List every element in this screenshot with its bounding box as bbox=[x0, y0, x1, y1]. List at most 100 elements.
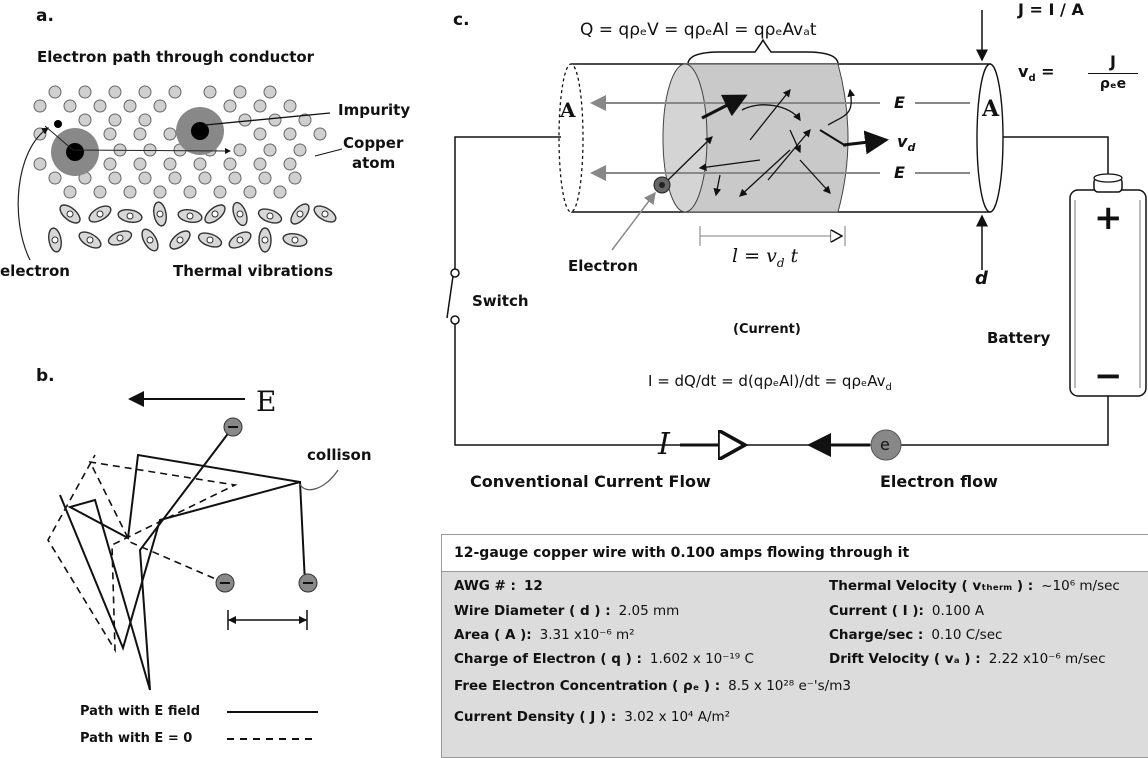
path-with-field-extra bbox=[59, 481, 301, 652]
copper-atom bbox=[133, 157, 147, 171]
current-density-equation: J = I / A bbox=[1018, 0, 1084, 19]
vibrating-atom-core bbox=[236, 210, 244, 218]
copper-atom bbox=[108, 171, 122, 185]
atom-label: atom bbox=[352, 154, 396, 172]
panel-b-letter: b. bbox=[36, 366, 55, 386]
vibrating-atom-core bbox=[321, 210, 329, 218]
electron-flow-label: Electron flow bbox=[880, 472, 998, 491]
switch[interactable] bbox=[446, 268, 460, 325]
copper-atom bbox=[243, 185, 257, 199]
charge-brace bbox=[687, 38, 839, 64]
electron-motion-c bbox=[664, 88, 889, 197]
collision-label: collison bbox=[307, 446, 372, 464]
area-label-right: A bbox=[982, 96, 1000, 122]
copper-atom bbox=[138, 113, 152, 127]
vibrating-atom-core bbox=[156, 210, 164, 218]
battery-plus: + bbox=[1094, 198, 1123, 238]
vibrating-atom-core bbox=[146, 236, 154, 244]
charge-equation: Q = qρₑV = qρₑAl = qρₑAvₐt bbox=[580, 20, 817, 40]
copper-atom bbox=[168, 171, 182, 185]
copper-atom bbox=[103, 157, 117, 171]
electron-label-c: Electron bbox=[568, 257, 639, 275]
vibrating-atom-core bbox=[186, 212, 194, 220]
copper-atom bbox=[103, 127, 117, 141]
field-label-top: E bbox=[894, 93, 905, 112]
diameter-label: d bbox=[975, 268, 988, 289]
copper-atom bbox=[133, 127, 147, 141]
collision-pointer bbox=[299, 469, 339, 491]
copper-atom bbox=[293, 143, 307, 157]
copper-atom bbox=[198, 171, 212, 185]
copper-atom bbox=[258, 171, 272, 185]
legend-without-field: Path with E = 0 bbox=[80, 731, 193, 746]
electron-pointer-a bbox=[17, 127, 49, 261]
area-label-left: A bbox=[560, 98, 576, 122]
copper-atom bbox=[283, 127, 297, 141]
impurity-left bbox=[51, 128, 99, 176]
thermal-vibrations-label: Thermal vibrations bbox=[173, 262, 333, 280]
copper-atom bbox=[273, 185, 287, 199]
vibrating-atom-core bbox=[211, 210, 219, 218]
electron-pointer-c bbox=[611, 191, 656, 251]
path-with-field bbox=[67, 426, 306, 691]
table-body: AWG # :12 Wire Diameter ( d ) :2.05 mm A… bbox=[442, 572, 1148, 757]
copper-atom bbox=[283, 99, 297, 113]
copper-atom bbox=[153, 185, 167, 199]
copper-atom bbox=[228, 171, 242, 185]
copper-atom bbox=[233, 85, 247, 99]
field-label-b: E bbox=[256, 385, 277, 418]
drift-velocity-eq-lhs: vd = bbox=[1018, 62, 1055, 85]
copper-atom bbox=[253, 157, 267, 171]
copper-atom bbox=[138, 171, 152, 185]
copper-label: Copper bbox=[343, 134, 404, 152]
table-row-charge-per-sec: Charge/sec :0.10 C/sec bbox=[829, 627, 1003, 643]
copper-atom bbox=[108, 85, 122, 99]
copper-atom bbox=[48, 171, 62, 185]
drift-velocity-label: vd bbox=[897, 132, 916, 155]
battery-label: Battery bbox=[987, 329, 1051, 347]
vibrating-atom-core bbox=[291, 236, 299, 244]
copper-atom bbox=[48, 85, 62, 99]
legend-with-field: Path with E field bbox=[80, 704, 201, 719]
copper-atom bbox=[33, 99, 47, 113]
copper-atom bbox=[63, 185, 77, 199]
circuit-wires bbox=[454, 136, 1109, 446]
copper-atom bbox=[123, 185, 137, 199]
vibrating-atom-core bbox=[96, 210, 104, 218]
copper-atom bbox=[93, 99, 107, 113]
table-row-area: Area ( A ):3.31 x10⁻⁶ m² bbox=[454, 627, 635, 643]
vibrating-atom-core bbox=[86, 236, 94, 244]
copper-atom bbox=[298, 113, 312, 127]
copper-atom bbox=[223, 99, 237, 113]
thermal-vibration-atoms bbox=[48, 201, 337, 253]
copper-atom bbox=[168, 85, 182, 99]
copper-atom bbox=[313, 127, 327, 141]
copper-atom bbox=[78, 85, 92, 99]
copper-atom bbox=[163, 157, 177, 171]
battery-minus: − bbox=[1094, 356, 1123, 396]
vibrating-atom-core bbox=[51, 236, 59, 244]
copper-atom bbox=[183, 185, 197, 199]
path-without-field bbox=[47, 454, 238, 653]
table-row-diameter: Wire Diameter ( d ) :2.05 mm bbox=[454, 603, 680, 619]
copper-atom bbox=[213, 185, 227, 199]
electron-symbol-c bbox=[870, 429, 902, 461]
wire-properties-table: 12-gauge copper wire with 0.100 amps flo… bbox=[441, 534, 1148, 758]
copper-pointer bbox=[314, 148, 343, 157]
impurity-pointer bbox=[204, 112, 331, 126]
table-row-current-density: Current Density ( J ) :3.02 x 10⁴ A/m² bbox=[454, 709, 731, 725]
vibrating-atom-core bbox=[261, 236, 269, 244]
current-symbol: I bbox=[658, 427, 670, 462]
panel-c-letter: c. bbox=[453, 10, 470, 30]
copper-atom bbox=[108, 113, 122, 127]
copper-atom bbox=[93, 185, 107, 199]
table-row-current: Current ( I ):0.100 A bbox=[829, 603, 985, 619]
electron-dot-a bbox=[54, 120, 62, 128]
electron-symbol-label: e bbox=[880, 435, 890, 454]
copper-atom bbox=[193, 157, 207, 171]
battery bbox=[1069, 173, 1147, 397]
copper-atom bbox=[203, 85, 217, 99]
vibrating-atom-core bbox=[66, 210, 74, 218]
copper-atom bbox=[78, 113, 92, 127]
